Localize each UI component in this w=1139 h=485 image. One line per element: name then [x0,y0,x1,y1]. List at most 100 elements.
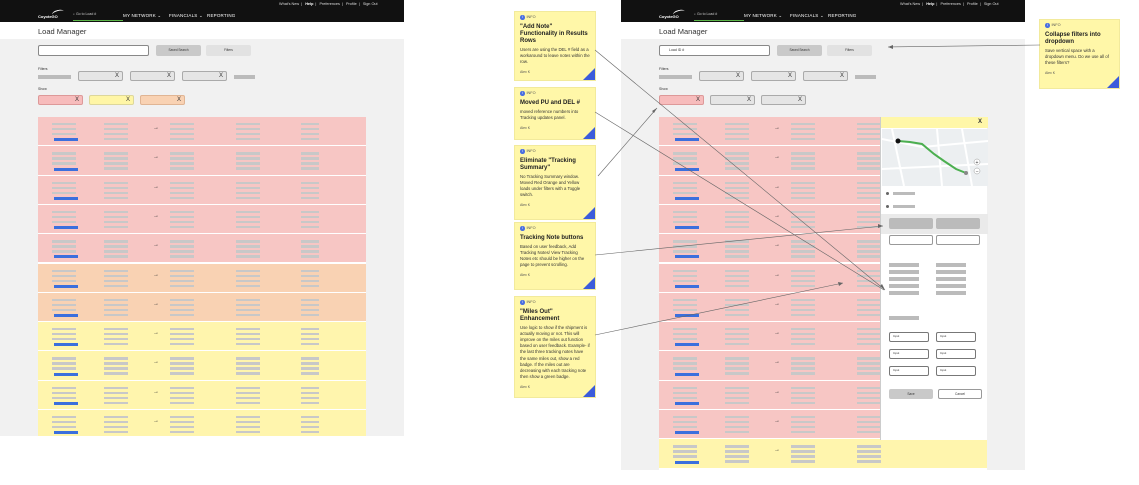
tracking-link[interactable] [675,431,699,435]
logo[interactable]: CoyoteGO [659,8,686,19]
cell-placeholder [170,215,194,219]
tracking-link[interactable] [54,343,78,347]
cancel-button[interactable]: Cancel [938,389,982,399]
nav-my-network[interactable]: MY NETWORK ⌄ [123,13,162,18]
nav-my-network[interactable]: MY NETWORK ⌄ [744,13,783,18]
table-row[interactable]: → [38,146,366,175]
arrow-right-icon: → [774,388,780,395]
profile-link[interactable]: Profile [346,2,357,6]
filter-field[interactable]: X [751,71,796,81]
table-row[interactable]: → [38,263,366,292]
preferences-link[interactable]: Preferences [319,2,340,6]
cell-placeholder [170,138,194,141]
close-button[interactable]: X [977,119,982,125]
tracking-link[interactable] [675,460,699,464]
nav-reporting[interactable]: REPORTING [207,13,236,18]
show-orange-toggle[interactable]: X [140,95,185,105]
filter-field[interactable]: X [182,71,227,81]
panel-button[interactable] [936,218,980,229]
table-row[interactable]: → [38,175,366,204]
filters-button[interactable]: Filters [827,45,872,56]
tracking-link[interactable] [675,196,699,200]
help-link[interactable]: Help [926,2,935,6]
cell-placeholder [301,279,319,282]
table-row[interactable]: → [659,439,987,468]
nav-financials[interactable]: FINANCIALS ⌄ [169,13,203,18]
tracking-link[interactable] [675,401,699,405]
route-map[interactable]: + − [881,128,989,187]
whats-new-link[interactable]: What's New [900,2,921,6]
cell-placeholder [857,186,881,189]
tracking-link[interactable] [54,314,78,318]
tracking-link[interactable] [54,431,78,435]
tracking-link[interactable] [675,138,699,142]
radio-icon[interactable] [886,192,889,195]
panel-input[interactable]: Input [936,332,976,342]
filter-field[interactable]: X [803,71,848,81]
load-search[interactable]: ⌕ Go to Load # [694,12,744,21]
tracking-link[interactable] [675,284,699,288]
table-row[interactable]: → [38,117,366,146]
load-search[interactable]: ⌕ Go to Load # [73,12,123,21]
show-yellow-toggle[interactable]: X [710,95,755,105]
sign-out-link[interactable]: Sign Out [362,2,378,6]
panel-field[interactable] [889,235,933,245]
tracking-link[interactable] [54,196,78,200]
tracking-link[interactable] [54,167,78,171]
tracking-link[interactable] [675,343,699,347]
panel-field[interactable] [936,235,980,245]
table-row[interactable]: → [38,351,366,380]
tracking-link[interactable] [54,138,78,142]
filter-field[interactable]: X [78,71,123,81]
nav-financials[interactable]: FINANCIALS ⌄ [790,13,824,18]
tracking-link[interactable] [54,284,78,288]
cell-placeholder [52,274,76,277]
preferences-link[interactable]: Preferences [940,2,961,6]
cell-placeholder [301,133,319,136]
show-orange-toggle[interactable]: X [761,95,806,105]
sign-out-link[interactable]: Sign Out [983,2,999,6]
profile-link[interactable]: Profile [967,2,978,6]
tracking-link[interactable] [54,226,78,230]
table-row[interactable]: → [38,204,366,234]
cell-placeholder [857,308,881,312]
nav-reporting[interactable]: REPORTING [828,13,857,18]
radio-icon[interactable] [886,205,889,208]
filter-field[interactable]: X [130,71,175,81]
tracking-link[interactable] [54,401,78,405]
panel-input[interactable]: Input [889,332,929,342]
saved-search-button[interactable]: Saved Search [156,45,201,56]
tracking-link[interactable] [675,226,699,230]
table-row[interactable]: → [38,380,366,409]
panel-input[interactable]: Input [889,349,929,359]
filter-field[interactable]: X [699,71,744,81]
tracking-link[interactable] [675,167,699,171]
saved-search-button[interactable]: Saved Search [777,45,822,56]
show-red-toggle[interactable]: X [659,95,704,105]
load-id-input[interactable]: Load ID # [659,45,770,56]
filters-button[interactable]: Filters [206,45,251,56]
search-input[interactable] [38,45,149,56]
tracking-link[interactable] [675,314,699,318]
table-row[interactable]: → [38,410,366,436]
panel-input[interactable]: Input [936,349,976,359]
help-link[interactable]: Help [305,2,314,6]
show-red-toggle[interactable]: X [38,95,83,105]
logo[interactable]: CoyoteGO [38,8,65,19]
whats-new-link[interactable]: What's New [279,2,300,6]
tracking-link[interactable] [54,372,78,376]
show-yellow-toggle[interactable]: X [89,95,134,105]
save-button[interactable]: Save [889,389,933,399]
tracking-link[interactable] [54,255,78,259]
panel-input[interactable]: Input [889,366,929,376]
tracking-link[interactable] [675,372,699,376]
table-row[interactable]: → [38,234,366,263]
table-row[interactable]: → [38,292,366,322]
tracking-link[interactable] [675,255,699,259]
panel-button[interactable] [889,218,933,229]
cell-placeholder [857,240,881,243]
cell-placeholder [104,181,128,184]
panel-input[interactable]: Input [936,366,976,376]
table-row[interactable]: → [38,322,366,351]
